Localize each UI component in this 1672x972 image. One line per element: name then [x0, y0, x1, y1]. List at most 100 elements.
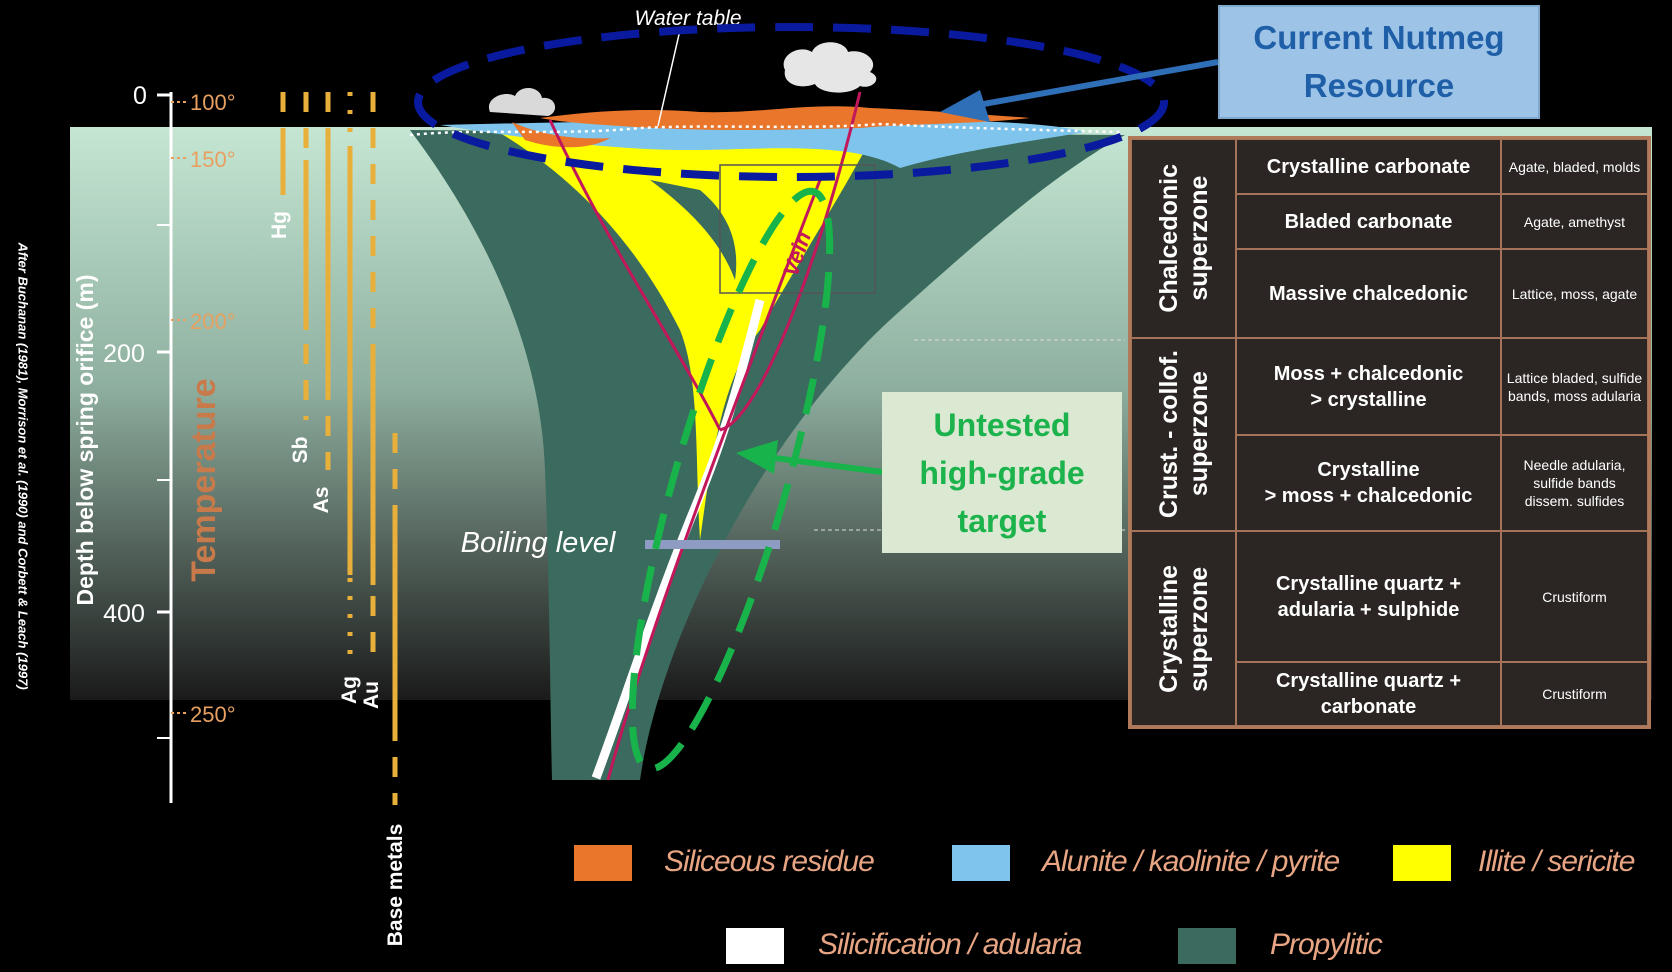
main-vein [606, 179, 822, 781]
temp-label-100: 100° [190, 90, 236, 115]
legend-label-propylitic: Propylitic [1270, 928, 1383, 961]
zone-crustiform-line-1: Crust. - collof. [1154, 350, 1183, 519]
temperature-scale: 100° 150° 200° 250° Temperature [171, 90, 236, 727]
nutmeg-resource-callout: Current Nutmeg Resource [1218, 5, 1540, 119]
example-cell: Agate, bladed, molds [1501, 139, 1648, 194]
example-text: Lattice bladed, sulfide [1506, 369, 1643, 386]
texture-text: Crystalline quartz + [1275, 572, 1462, 595]
depth-axis: 0 200 400 Depth below spring orifice (m) [72, 82, 173, 803]
ag-label: Ag [338, 676, 361, 704]
water-table-label: Water table [635, 7, 742, 30]
example-cell: Crustiform [1501, 662, 1648, 726]
example-text: Lattice, moss, agate [1511, 285, 1638, 302]
target-arrow-shaft [774, 455, 883, 475]
texture-cell: Crystalline quartz + adularia + sulphide [1236, 531, 1501, 662]
target-arrow-head [736, 440, 778, 474]
water-table-line [409, 122, 1121, 137]
texture-cell: Crystalline> moss + chalcedonic [1236, 435, 1501, 531]
zone-crystalline-line-2: superzone [1184, 565, 1213, 692]
texture-text: Crystalline carbonate [1266, 155, 1471, 178]
target-callout-line-2: high-grade [919, 454, 1085, 491]
legend-swatch-alunite [952, 845, 1010, 881]
steam-cloud-right [783, 42, 877, 93]
nutmeg-arrow-head [940, 90, 990, 122]
example-text: bands, moss adularia [1507, 387, 1642, 404]
temp-label-250: 250° [190, 702, 236, 727]
texture-cell: Crystalline carbonate [1236, 139, 1501, 194]
source-credit: After Buchanan (1981), Morrison et al. (… [15, 242, 31, 690]
example-cell: Crustiform [1501, 531, 1648, 662]
texture-text: adularia + sulphide [1277, 598, 1460, 621]
example-text: Crustiform [1542, 588, 1607, 605]
depth-axis-title: Depth below spring orifice (m) [72, 275, 98, 606]
example-text: Crustiform [1542, 686, 1607, 702]
temperature-title: Temperature [185, 378, 223, 581]
legend-label-alunite: Alunite / kaolinite / pyrite [1042, 845, 1340, 878]
siliceous-residue-2 [512, 122, 610, 148]
detail-box [719, 164, 876, 294]
example-text: Needle adularia, [1523, 457, 1626, 473]
propylitic-inlier [530, 175, 642, 320]
temp-label-200: 200° [190, 309, 236, 334]
sb-label: Sb [289, 437, 312, 464]
texture-text: Moss + chalcedonic [1273, 362, 1464, 385]
example-text: Agate, bladed, molds [1508, 158, 1641, 175]
illite-sericite-zone [495, 130, 870, 540]
example-text: dissem. sulfides [1524, 493, 1625, 509]
legend-label-illite: Illite / sericite [1478, 845, 1635, 878]
nutmeg-callout-line-2: Resource [1303, 67, 1455, 104]
texture-text: Crystalline quartz + [1275, 670, 1462, 692]
legend-label-silicification: Silicification / adularia [818, 928, 1082, 961]
silicification-zone [591, 298, 765, 780]
legend-swatch-silicification [726, 928, 784, 964]
base-metals-label: Base metals [384, 824, 407, 947]
nutmeg-arrow-shaft [977, 59, 1219, 108]
example-text: sulfide bands [1533, 475, 1616, 491]
vein-branch-right [719, 91, 862, 432]
nutmeg-resource-ellipse [414, 23, 1168, 181]
boiling-level-label: Boiling level [461, 527, 617, 559]
depth-tick-0: 0 [133, 82, 147, 110]
element-ranges: Hg Sb As Ag Au Base metals [268, 92, 407, 946]
nutmeg-callout-line-1: Current Nutmeg [1253, 19, 1505, 56]
legend-swatch-siliceous [574, 845, 632, 881]
boiling-level-bar [645, 540, 780, 549]
texture-cell: Bladed carbonate [1236, 194, 1501, 249]
target-callout-line-3: target [957, 502, 1047, 539]
depth-tick-400: 400 [103, 600, 145, 628]
untested-target-callout: Untested high-grade target [882, 392, 1122, 553]
legend-swatch-illite [1393, 845, 1451, 881]
steam-cloud-left [488, 87, 556, 116]
vein-branch-left [548, 119, 722, 431]
target-callout-line-1: Untested [933, 406, 1071, 443]
as-label: As [310, 487, 333, 514]
texture-text: > crystalline [1310, 388, 1427, 411]
zone-chalcedonic-line-2: superzone [1184, 175, 1213, 302]
hg-label: Hg [268, 211, 291, 239]
texture-cell: Crystalline quartz + carbonate [1236, 662, 1501, 726]
zone-crustiform-line-2: superzone [1184, 371, 1213, 498]
propylitic-inlier-2 [650, 180, 737, 280]
zone-chalcedonic-line-1: Chalcedonic [1154, 164, 1183, 313]
example-cell: Agate, amethyst [1501, 194, 1648, 249]
temp-label-150: 150° [190, 147, 236, 172]
texture-text: carbonate [1320, 696, 1417, 718]
example-cell: Lattice, moss, agate [1501, 249, 1648, 338]
zone-crystalline-line-1: Crystalline [1154, 564, 1183, 693]
example-cell: Needle adularia, sulfide bands dissem. sul… [1501, 435, 1648, 531]
texture-text: Crystalline [1317, 459, 1420, 481]
water-table-leader [657, 29, 681, 127]
untested-target-ellipse [628, 187, 834, 773]
texture-cell: Moss + chalcedonic > crystalline [1236, 338, 1501, 435]
legend-swatch-propylitic [1178, 928, 1236, 964]
legend-label-siliceous: Siliceous residue [664, 845, 875, 878]
texture-text: Bladed carbonate [1284, 210, 1453, 233]
texture-cell: Massive chalcedonic [1236, 249, 1501, 338]
depth-tick-200: 200 [103, 340, 145, 368]
